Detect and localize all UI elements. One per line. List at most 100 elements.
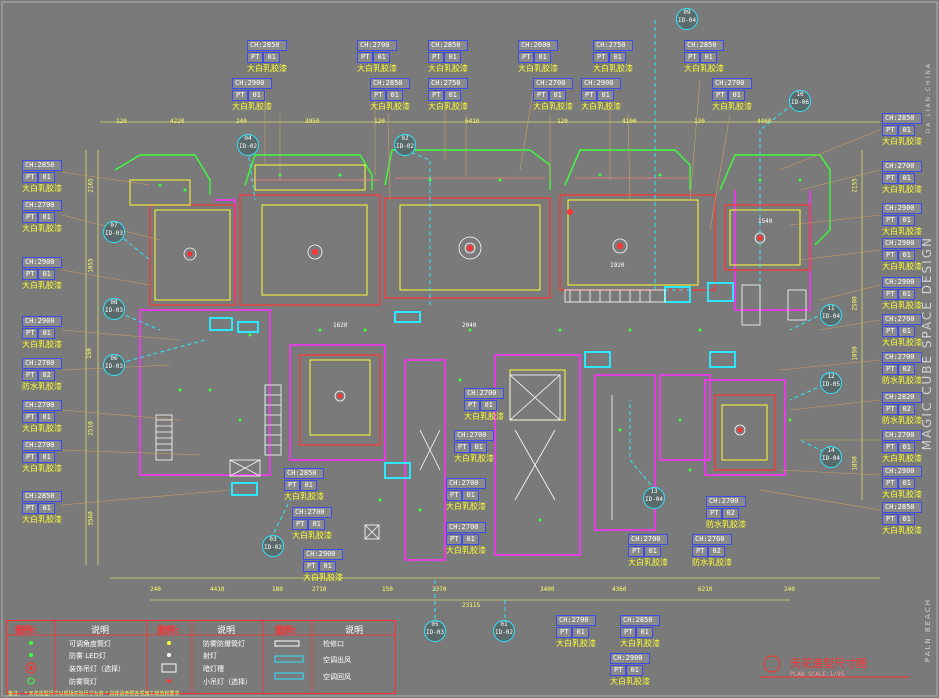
legend-item: 防雾 LED灯	[69, 652, 106, 660]
left-dim: 150	[85, 348, 93, 359]
legend-header-symbol: 图例:	[157, 626, 179, 636]
bottom-dim: 3400	[540, 586, 555, 593]
title-logo-icon	[763, 655, 781, 673]
bottom-dim: 150	[382, 586, 393, 593]
center-note: 1920	[610, 262, 625, 269]
legend-item: 可调角度筒灯	[69, 640, 111, 648]
bottom-total-dim: 23115	[462, 602, 481, 609]
legend-item: 射灯	[203, 652, 217, 660]
top-dim: 3950	[305, 118, 320, 125]
top-dim: 120	[557, 118, 568, 125]
title-underline	[760, 676, 910, 678]
left-dim: 3560	[87, 511, 95, 526]
bottom-dim: 6210	[698, 586, 713, 593]
legend-header-symbol: 图例:	[275, 626, 297, 636]
center-note: 2040	[462, 322, 477, 329]
legend-item: 暗灯槽	[203, 665, 224, 673]
top-dim: 4220	[170, 118, 185, 125]
left-dim: 2510	[87, 421, 95, 436]
brand-vertical-text: MAGIC CUBE SPACE DESIGN	[920, 236, 934, 451]
bottom-dim: 4360	[612, 586, 627, 593]
legend-header-desc: 说明	[91, 626, 110, 636]
bottom-dim: 2710	[312, 586, 327, 593]
top-dim: 120	[116, 118, 127, 125]
center-note: 1620	[333, 322, 348, 329]
bottom-dim: 240	[150, 586, 161, 593]
legend-header-desc: 说明	[217, 626, 236, 636]
legend-item: 防雾防爆筒灯	[203, 640, 245, 648]
legend-table: 图例: 说明 图例: 说明 图例: 说明 可调角度筒灯 防雾 LED灯 装饰吊灯…	[6, 620, 396, 694]
right-dim: 2580	[851, 296, 859, 311]
legend-header-desc: 说明	[345, 626, 364, 636]
footer-vertical-text: PALN BEACH	[924, 598, 932, 662]
top-dim: 4100	[622, 118, 637, 125]
left-dim: 2165	[87, 178, 95, 193]
city-vertical-text: DA LIAN.CHINA	[925, 62, 932, 134]
bottom-dim: 240	[784, 586, 795, 593]
left-dim: 1055	[87, 258, 95, 273]
bottom-dim: 2370	[432, 586, 447, 593]
legend-grid	[7, 621, 395, 693]
top-dim: 6410	[465, 118, 480, 125]
legend-item: 检修口	[323, 640, 344, 648]
legend-item: 小吊灯（选择）	[203, 678, 252, 686]
right-dim: 1850	[851, 456, 859, 471]
legend-item: 空调出风	[323, 656, 351, 664]
top-dim: 4460	[757, 118, 772, 125]
plan-subtitle: PLAN SCALE:1/95	[790, 671, 845, 678]
legend-item: 空调回风	[323, 673, 351, 681]
bottom-dim: 180	[272, 586, 283, 593]
bottom-dim: 4410	[210, 586, 225, 593]
legend-item: 防雾筒灯	[69, 678, 97, 686]
